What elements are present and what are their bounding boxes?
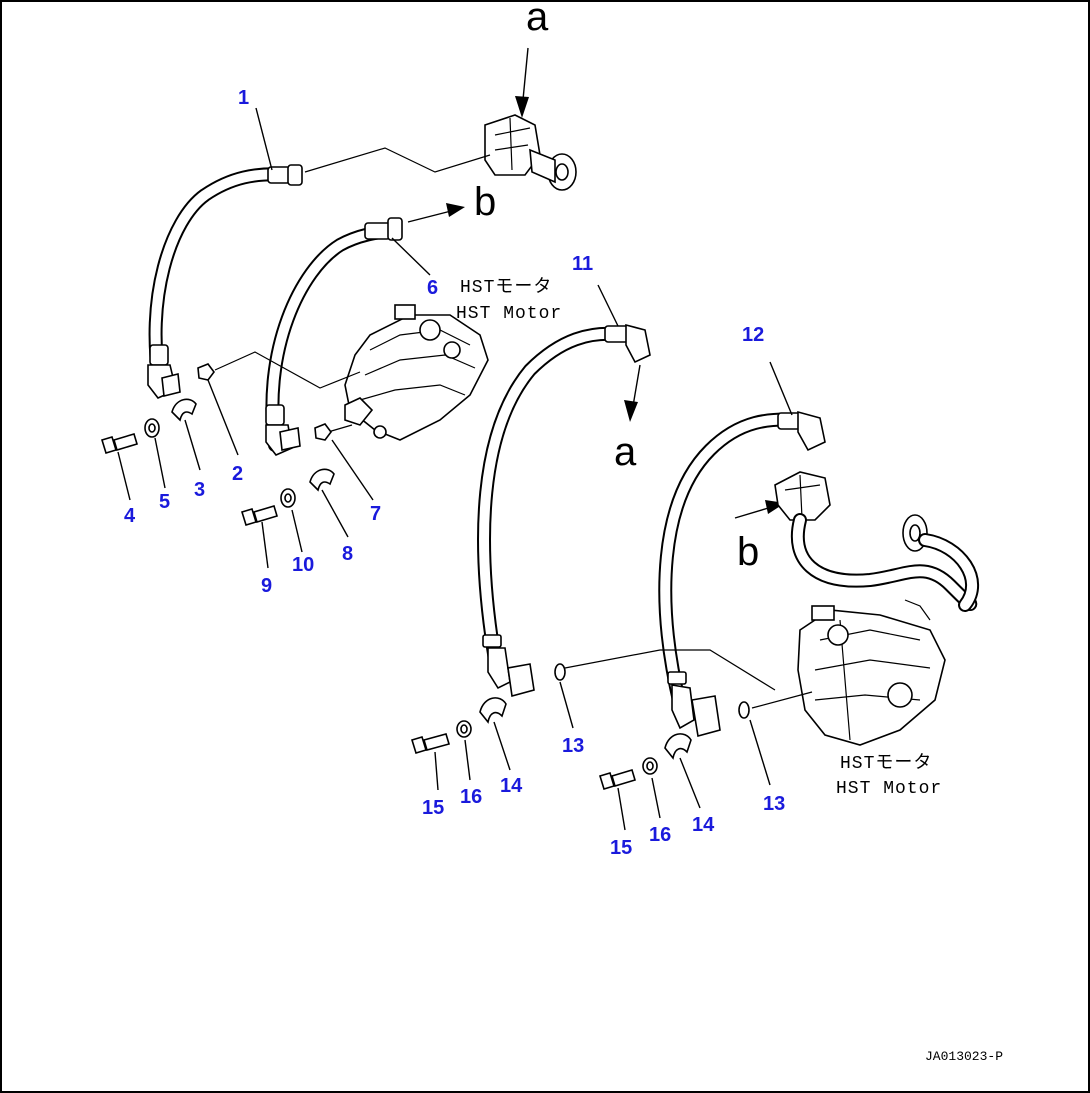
callout-4: 4: [124, 505, 136, 527]
callout-13a: 13: [562, 735, 584, 757]
motor-label-upper-jp: HSTモータ: [460, 276, 552, 298]
clamp-half-14a: [479, 697, 507, 724]
callout-1: 1: [238, 87, 249, 109]
drawing-code: JA013023-P: [925, 1049, 1003, 1064]
bolt-9: [240, 505, 278, 526]
o-ring-13a: [554, 663, 566, 681]
view-letter-a-mid: a: [614, 430, 637, 474]
view-letter-a-top: a: [526, 0, 549, 39]
callout-5: 5: [159, 491, 170, 513]
callout-13b: 13: [763, 793, 785, 815]
motor-label-upper-en: HST Motor: [456, 304, 562, 324]
hose-11: [477, 323, 651, 698]
hose-6: [265, 217, 403, 456]
callout-10: 10: [292, 554, 314, 576]
bolt-15a: [410, 733, 451, 754]
callout-6: 6: [427, 277, 438, 299]
o-ring-2: [197, 363, 215, 381]
callout-8: 8: [342, 543, 353, 565]
upper-elbow-fitting: [484, 114, 577, 191]
bolt-15b: [598, 769, 636, 790]
clamp-half-14b: [664, 733, 692, 760]
o-ring-13b: [738, 701, 750, 719]
leader-hose11-oring: [564, 649, 776, 691]
clamp-half-8: [309, 468, 335, 492]
o-ring-7: [314, 423, 332, 441]
callout-2: 2: [232, 463, 243, 485]
callout-15a: 15: [422, 797, 444, 819]
upper-hst-motor: [344, 304, 489, 441]
callout-16a: 16: [460, 786, 482, 808]
hose-1: [147, 164, 303, 399]
callout-14b: 14: [692, 814, 715, 836]
callout-14a: 14: [500, 775, 523, 797]
callout-11: 11: [572, 253, 593, 275]
view-letter-b-right: b: [737, 530, 759, 574]
leader-oring7: [327, 424, 353, 433]
leader-motor-upper: [214, 351, 361, 389]
arrow-b-top: [407, 203, 465, 223]
arrow-a-top: [515, 47, 529, 118]
callout-3: 3: [194, 479, 205, 501]
callout-12: 12: [742, 324, 764, 346]
callout-9: 9: [261, 575, 272, 597]
clamp-half-3: [171, 398, 197, 422]
bolt-4: [100, 433, 138, 454]
leader-hose1-to-fitting: [304, 147, 491, 173]
view-letter-b-top: b: [474, 180, 496, 224]
callout-7: 7: [370, 503, 381, 525]
arrow-a-mid: [624, 364, 641, 422]
lower-elbow-fitting: [774, 471, 980, 612]
callout-16b: 16: [649, 824, 671, 846]
motor-label-lower-jp: HSTモータ: [840, 752, 932, 774]
callout-leaders: [117, 107, 793, 831]
callout-15b: 15: [610, 837, 632, 859]
motor-label-lower-en: HST Motor: [836, 779, 942, 799]
lower-hst-motor: [797, 599, 946, 746]
leader-oring13-motor: [751, 691, 813, 709]
hose-12: [658, 410, 826, 738]
